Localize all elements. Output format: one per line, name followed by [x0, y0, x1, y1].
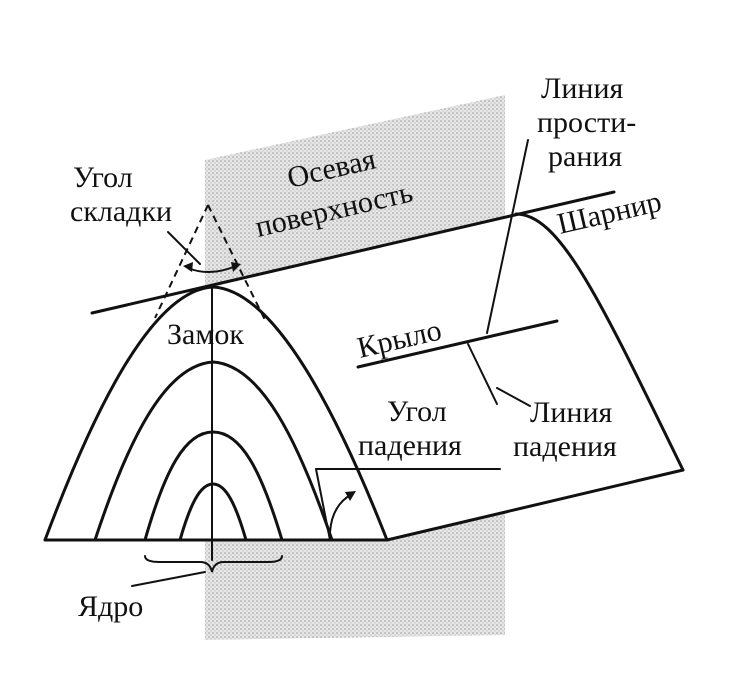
dip-angle-arrowhead: [345, 491, 356, 501]
front-face-fill: [45, 287, 387, 540]
layer-3: [143, 430, 284, 542]
dip-angle-label-1: Угол: [387, 395, 447, 428]
limb-face-fill: [213, 214, 683, 540]
fold-angle-tangent-left: [154, 204, 209, 319]
strike-line-label-2: прости-: [537, 106, 636, 139]
core-label: Ядро: [78, 590, 143, 623]
dip-line-label-2: падения: [513, 430, 617, 463]
strike-line-on-limb: [356, 319, 559, 369]
dip-line-leader: [496, 387, 531, 407]
core-leader: [131, 571, 206, 587]
strike-leader: [486, 139, 529, 334]
dip-line-label-1: Линия: [530, 396, 613, 429]
fold-angle-arrow-left: [183, 262, 193, 272]
dip-line-marker: [467, 343, 498, 405]
fold-angle-label-2: складки: [70, 195, 172, 228]
dip-angle-vertical: [315, 468, 331, 541]
bottom-edge: [385, 468, 685, 542]
fold-angle-leader: [167, 231, 201, 265]
fold-angle-arrow-right: [231, 262, 241, 272]
back-profile: [514, 212, 685, 472]
fold-angle-label-1: Угол: [73, 161, 133, 194]
fold-angle-tangent-right: [207, 204, 266, 321]
strike-line-label-3: рания: [548, 140, 622, 173]
dip-angle-label-2: падения: [358, 429, 462, 462]
core-brace: [144, 555, 283, 573]
hinge-line: [90, 190, 616, 315]
strike-line-label-1: Линия: [541, 72, 624, 105]
crest-label: Замок: [167, 318, 244, 351]
